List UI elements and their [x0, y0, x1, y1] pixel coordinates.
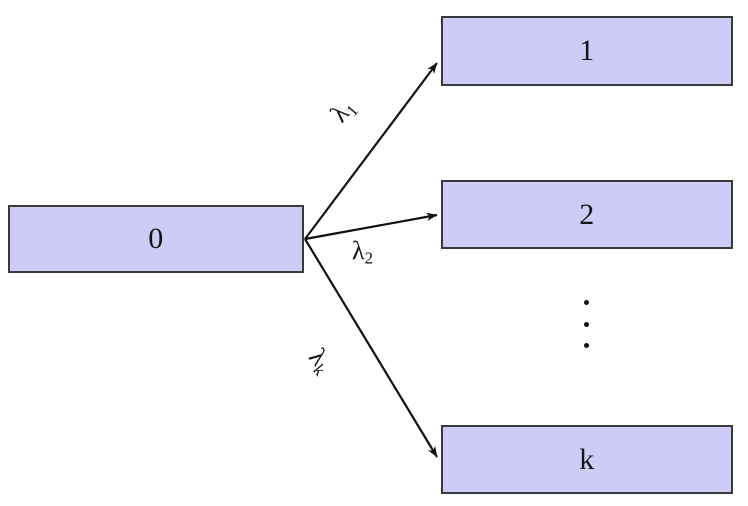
vertical-ellipsis-icon	[578, 300, 594, 348]
node-label-1: 1	[579, 34, 595, 67]
node-box-source[interactable]: 0	[8, 205, 304, 273]
node-box-2[interactable]: 2	[441, 180, 733, 249]
node-label-source: 0	[148, 222, 164, 255]
ellipsis-dot	[583, 343, 589, 348]
node-label-2: 2	[579, 197, 595, 231]
ellipsis-dot	[583, 300, 589, 305]
edge-label-lambda-2-symbol: λ	[352, 236, 365, 265]
edge-label-lambda-2-subscript: 2	[364, 248, 374, 268]
arrow-edge-1	[304, 62, 438, 240]
edge-label-lambda-1: λ1	[324, 94, 362, 129]
node-label-k: k	[579, 442, 595, 476]
edge-label-lambda-k: λk	[301, 343, 337, 380]
node-box-1[interactable]: 1	[441, 16, 733, 86]
edge-label-lambda-2: λ2	[352, 238, 373, 268]
node-box-k[interactable]: k	[441, 425, 733, 494]
arrow-edge-2	[304, 212, 438, 241]
ellipsis-dot	[583, 321, 589, 327]
